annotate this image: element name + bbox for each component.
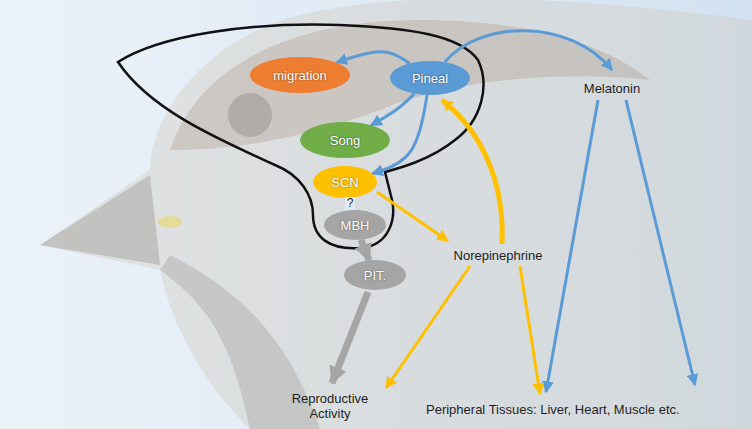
text-label: Norepinephrine bbox=[454, 248, 543, 263]
connector-arrow bbox=[336, 52, 409, 64]
nucleus-ellipse: SCN bbox=[313, 166, 377, 198]
norepinephrine-arrow bbox=[442, 100, 502, 244]
node-text: Pineal bbox=[412, 71, 448, 86]
bird-head bbox=[40, 0, 752, 429]
region-ellipse: migration bbox=[250, 57, 350, 93]
region-ellipse: MBH bbox=[324, 210, 386, 240]
text-label: Reproductive Activity bbox=[282, 391, 378, 421]
bird-beak bbox=[40, 175, 160, 265]
melatonin-arrow bbox=[445, 31, 612, 70]
connector-arrow bbox=[361, 240, 369, 261]
node-text: migration bbox=[273, 68, 326, 83]
text-label: Melatonin bbox=[584, 81, 640, 96]
region-ellipse: Song bbox=[300, 122, 390, 158]
node-text: SCN bbox=[331, 175, 358, 190]
norepinephrine-arrow bbox=[520, 266, 540, 394]
norepinephrine-arrow bbox=[377, 192, 448, 241]
gland-ellipse: Pineal bbox=[390, 61, 470, 95]
pituitary-arrow bbox=[332, 292, 368, 383]
node-text: MBH bbox=[341, 218, 370, 233]
node-text: PIT. bbox=[364, 268, 386, 283]
bird-gape bbox=[158, 216, 182, 228]
brain-outline bbox=[118, 25, 483, 249]
connector-arrow bbox=[371, 94, 414, 126]
gland-ellipse: PIT. bbox=[344, 260, 406, 290]
edge-label: ? bbox=[345, 197, 356, 210]
melatonin-arrow bbox=[546, 100, 598, 392]
text-label: Peripheral Tissues: Liver, Heart, Muscle… bbox=[426, 402, 680, 417]
melatonin-arrow bbox=[626, 100, 695, 385]
bird-eye bbox=[228, 93, 272, 137]
node-text: Song bbox=[330, 133, 360, 148]
bird-cap bbox=[170, 20, 650, 150]
